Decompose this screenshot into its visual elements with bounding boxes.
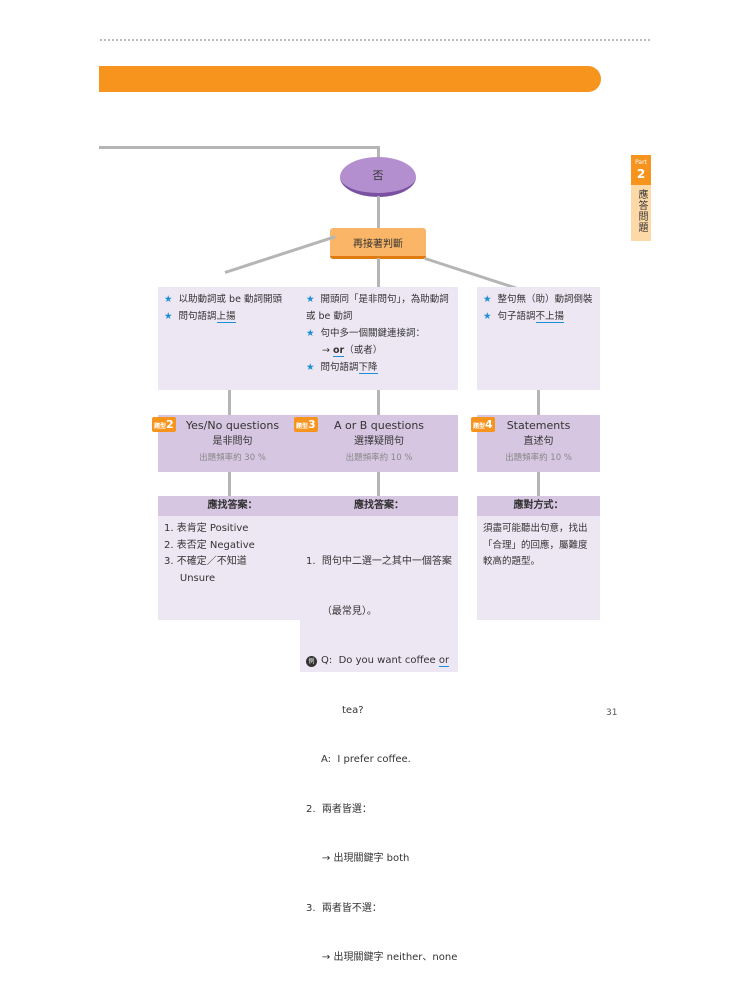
criteria-box-aorb: ★開頭同「是非問句」，為助動詞或 be 動詞 ★句中多一個關鍵連接詞： → or… [300,287,458,390]
star-icon: ★ [306,294,315,305]
type-box-statements: 題型4 Statements 直述句 出題頻率約 10 % [471,415,600,472]
type-box-yesno: 題型2 Yes/No questions 是非問句 出題頻率約 30 % [152,415,307,472]
criteria-text: 句子語調 [497,311,536,322]
type-box-aorb: 題型3 A or B questions 選擇疑問句 出題頻率約 10 % [294,415,458,472]
answer-line: 3. 不確定／不知道 [164,556,247,567]
answer-line: Unsure [164,572,216,584]
star-icon: ★ [483,294,492,305]
criteria-text: 句中多一個關鍵連接詞： [320,328,426,339]
type-frequency: 出題頻率約 10 % [345,453,413,463]
connector-line [377,472,380,496]
answer-header: 應對方式： [477,496,600,516]
no-label: 否 [372,169,384,182]
connector-line [99,146,380,149]
criteria-box-yesno: ★ 以助動詞或 be 動詞開頭 ★ 問句語調上揚 [158,287,307,390]
type-title-zh: 直述句 [523,436,554,447]
type-frequency: 出題頻率約 10 % [505,453,572,463]
star-icon: ★ [164,294,173,305]
answer-text: 須盡可能聽出句意，找出「合理」的回應，屬難度較高的題型。 [477,516,600,620]
answer-box-statements: 應對方式： 須盡可能聽出句意，找出「合理」的回應，屬難度較高的題型。 [477,496,600,620]
criteria-text: 整句無（助）動詞倒裝 [497,294,593,305]
criteria-emphasis: 不上揚 [535,311,565,323]
next-judge-node: 再接著判斷 [330,228,426,259]
question-type-badge: 題型3 [294,417,318,432]
example-icon: 例 [306,656,317,667]
example-question-cont: tea? [342,704,364,716]
keyword-or: or [333,345,345,357]
arrow-icon: → [322,345,330,356]
example-answer: A: I prefer coffee. [321,754,411,765]
answer-header: 應找答案： [158,496,307,516]
connector-line [537,390,540,415]
orange-header-bar [99,66,601,92]
page-number: 31 [606,708,618,718]
criteria-text: 以助動詞或 be 動詞開頭 [178,294,282,305]
keyword-or: or [438,655,450,667]
answer-line: → 出現關鍵字 both [306,853,410,864]
connector-line [228,390,231,415]
answer-line: 2. 兩者皆選： [306,803,372,815]
question-type-badge: 題型2 [152,417,176,432]
example-question: Q: Do you want coffee [321,655,439,666]
star-icon: ★ [306,362,315,373]
next-judge-label: 再接著判斷 [353,238,403,250]
connector-line [377,390,380,415]
answer-line: → 出現關鍵字 neither、none [306,952,458,963]
criteria-emphasis: 下降 [358,362,378,374]
no-node: 否 [340,157,416,197]
answer-box-yesno: 應找答案： 1. 表肯定 Positive 2. 表否定 Negative 3.… [158,496,307,620]
connector-line [377,146,380,160]
connector-line [377,196,380,228]
dotted-divider [100,39,650,41]
criteria-text: 問句語調 [178,311,217,322]
connector-line [228,472,231,496]
star-icon: ★ [164,311,173,322]
part-title: 應答問題 [636,189,647,233]
type-title-zh: 選擇疑問句 [354,436,404,447]
type-title-en: Yes/No questions [185,419,280,432]
criteria-box-statements: ★ 整句無（助）動詞倒裝 ★ 句子語調不上揚 [477,287,600,390]
type-title-zh: 是非問句 [212,436,253,447]
keyword-note: （或者） [344,345,383,356]
part-label: Part [635,159,647,166]
answer-line: 3. 兩者皆不選： [306,902,382,914]
answer-line: （最常見）。 [306,605,377,617]
criteria-text: 問句語調 [320,362,359,373]
type-title-en: Statements [506,419,571,432]
criteria-text: 開頭同「是非問句」，為助動詞或 be 動詞 [306,294,449,322]
question-type-badge: 題型4 [471,417,495,432]
connector-line [537,472,540,496]
type-frequency: 出題頻率約 30 % [199,453,266,463]
part-number: 2 [636,167,646,181]
answer-box-aorb: 應找答案： 1. 問句中二選一之其中一個答案 （最常見）。 例 Q: Do you… [300,496,458,963]
criteria-emphasis: 上揚 [216,311,236,323]
star-icon: ★ [306,328,315,339]
answer-line: 2. 表否定 Negative [164,539,255,551]
connector-line [224,235,336,274]
answer-line: 1. 問句中二選一之其中一個答案 [306,556,452,567]
connector-line [377,258,380,287]
type-title-en: A or B questions [333,419,425,432]
answer-line: 1. 表肯定 Positive [164,523,249,534]
star-icon: ★ [483,311,492,322]
answer-header: 應找答案： [300,496,458,516]
